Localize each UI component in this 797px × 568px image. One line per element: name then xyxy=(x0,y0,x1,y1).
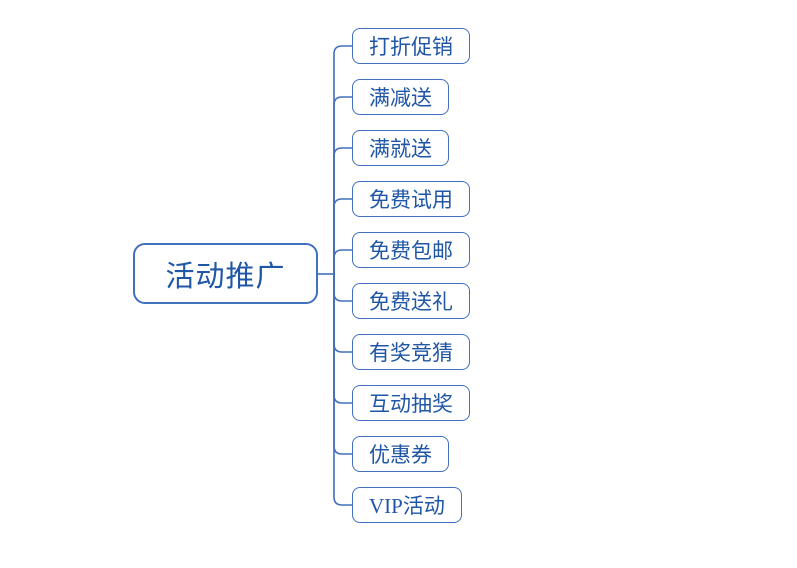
connector-branch-3 xyxy=(333,147,352,274)
connector-branch-4 xyxy=(333,198,352,274)
node-label: VIP活动 xyxy=(369,494,445,518)
node-label: 免费试用 xyxy=(369,188,453,212)
mindmap-node-free-gift[interactable]: 免费送礼 xyxy=(352,283,470,319)
mindmap-node-spend-discount-gift[interactable]: 满减送 xyxy=(352,79,449,115)
connector-branch-2 xyxy=(333,96,352,274)
connector-branch-8 xyxy=(333,274,352,404)
connector-branch-10 xyxy=(333,274,352,506)
node-label: 免费包邮 xyxy=(369,239,453,263)
node-label: 免费送礼 xyxy=(369,290,453,314)
node-label: 满减送 xyxy=(369,86,432,110)
node-label: 互动抽奖 xyxy=(369,392,453,416)
mindmap-node-interactive-lottery[interactable]: 互动抽奖 xyxy=(352,385,470,421)
connector-branch-7 xyxy=(333,274,352,353)
mindmap-node-free-trial[interactable]: 免费试用 xyxy=(352,181,470,217)
mindmap-node-coupon[interactable]: 优惠券 xyxy=(352,436,449,472)
connector-branch-1 xyxy=(333,45,352,274)
node-label: 优惠券 xyxy=(369,443,432,467)
mindmap-node-prize-quiz[interactable]: 有奖竞猜 xyxy=(352,334,470,370)
mindmap-node-free-shipping[interactable]: 免费包邮 xyxy=(352,232,470,268)
connector-branch-5 xyxy=(333,249,352,274)
mindmap-root-node[interactable]: 活动推广 xyxy=(133,243,318,304)
mindmap-node-discount-promo[interactable]: 打折促销 xyxy=(352,28,470,64)
mindmap-node-vip-activity[interactable]: VIP活动 xyxy=(352,487,462,523)
root-node-label: 活动推广 xyxy=(165,260,286,293)
mindmap-node-spend-get-gift[interactable]: 满就送 xyxy=(352,130,449,166)
node-label: 满就送 xyxy=(369,137,432,161)
node-label: 有奖竞猜 xyxy=(369,341,453,365)
connector-branch-6 xyxy=(333,274,352,302)
node-label: 打折促销 xyxy=(369,35,453,59)
